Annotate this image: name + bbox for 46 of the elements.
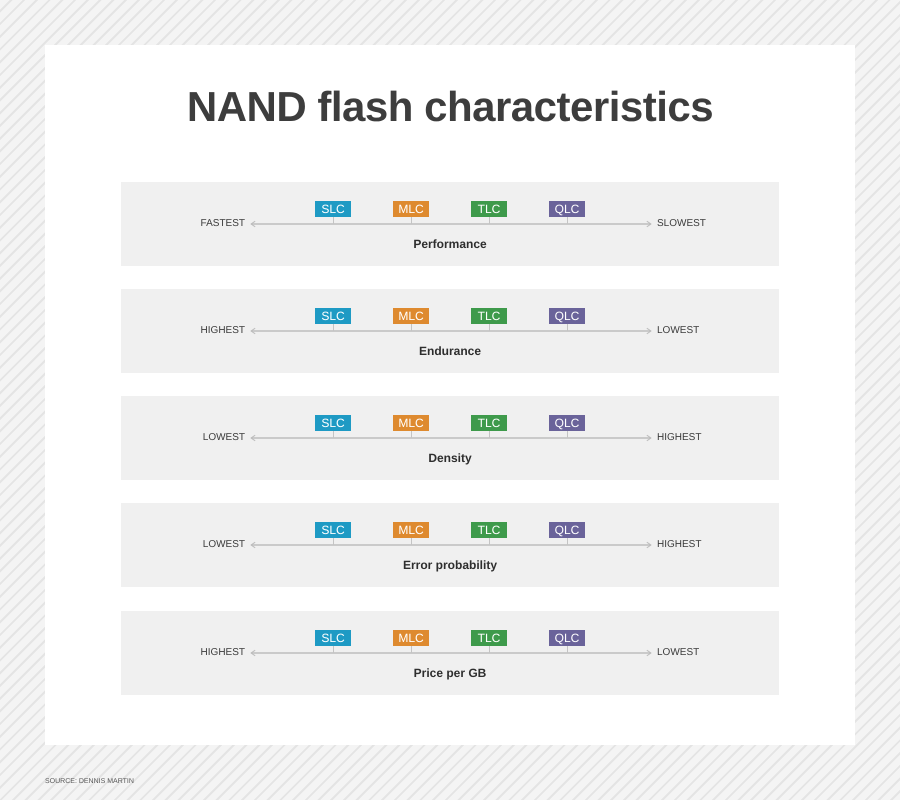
cell-type-tag: QLC [549, 415, 585, 431]
scale-end-label: HIGHEST [657, 432, 702, 444]
cell-type-tag: SLC [315, 522, 351, 538]
scale-end-label: FASTEST [200, 218, 245, 230]
scale-heading: Performance [413, 237, 487, 251]
cell-type-tag: SLC [315, 308, 351, 324]
scale-end-label: HIGHEST [200, 647, 245, 659]
cell-type-tag: SLC [315, 201, 351, 217]
scale-end-label: HIGHEST [657, 539, 702, 551]
cell-type-tag: TLC [471, 201, 507, 217]
scale-panel [121, 396, 779, 480]
cell-type-tag: SLC [315, 630, 351, 646]
cell-type-tag: TLC [471, 630, 507, 646]
scale-end-label: LOWEST [202, 539, 245, 551]
cell-type-tag: MLC [393, 308, 429, 324]
cell-type-tag: MLC [393, 630, 429, 646]
cell-type-tag: TLC [471, 522, 507, 538]
scale-end-label: SLOWEST [657, 218, 706, 230]
scale-panel [121, 182, 779, 266]
scale-heading: Error probability [403, 558, 497, 572]
cell-type-tag: TLC [471, 308, 507, 324]
scale-panel [121, 289, 779, 373]
scale-panel [121, 503, 779, 587]
cell-type-tag: QLC [549, 308, 585, 324]
cell-type-tag: QLC [549, 630, 585, 646]
scale-end-label: LOWEST [657, 647, 700, 659]
cell-type-tag: TLC [471, 415, 507, 431]
scale-end-label: LOWEST [202, 432, 245, 444]
scale-end-label: HIGHEST [200, 325, 245, 337]
chart-title: NAND flash characteristics [186, 83, 714, 131]
cell-type-tag: MLC [393, 522, 429, 538]
scale-heading: Price per GB [414, 666, 486, 680]
cell-type-tag: QLC [549, 522, 585, 538]
scale-heading: Endurance [419, 344, 481, 358]
scale-arrow [250, 650, 652, 656]
scale-arrow [250, 542, 652, 548]
scale-arrow [250, 434, 652, 442]
scale-end-label: LOWEST [657, 325, 700, 337]
scale-panel [121, 611, 779, 695]
cell-type-tag: SLC [315, 415, 351, 431]
scale-arrow [250, 220, 652, 228]
scale-heading: Density [428, 451, 472, 465]
scale-arrow [250, 328, 652, 334]
cell-type-tag: QLC [549, 201, 585, 217]
cell-type-tag: MLC [393, 415, 429, 431]
cell-type-tag: MLC [393, 201, 429, 217]
